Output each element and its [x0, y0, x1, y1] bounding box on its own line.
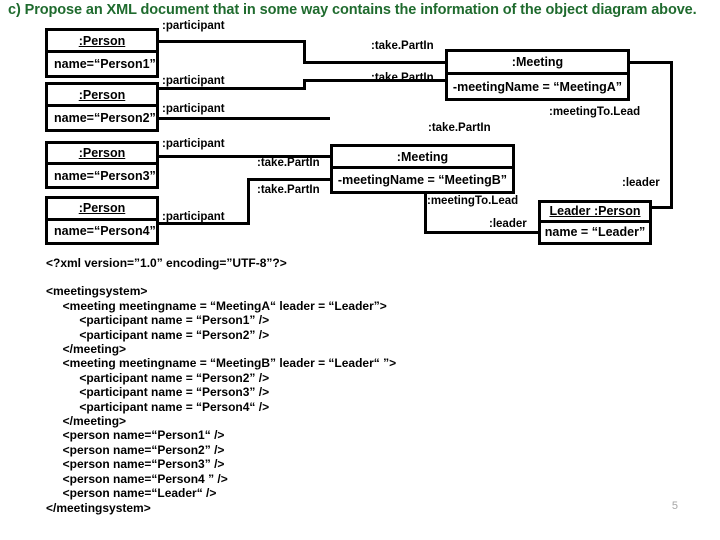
- connector-meetingB-lead-h: [424, 231, 541, 234]
- object-name-person3: :Person: [48, 144, 156, 165]
- connector-person3-h: [158, 155, 333, 158]
- object-name-leader: Leader :Person: [541, 203, 649, 223]
- object-box-person3[interactable]: :Person name=“Person3”: [45, 141, 159, 189]
- xml-blank-line: [46, 270, 666, 284]
- edge-label-meetingtolead-1: :meetingTo.Lead: [549, 106, 641, 118]
- connector-meetingA-lead-v: [670, 61, 673, 209]
- page-title: c) Propose an XML document that in some …: [8, 2, 697, 18]
- object-attr-person2: name=“Person2”: [54, 111, 156, 125]
- connector-person1-h1: [158, 40, 306, 43]
- edge-label-takepartin-1: :take.PartIn: [371, 40, 434, 52]
- edge-label-participant-1: :participant: [162, 20, 225, 32]
- object-diagram: :Person name=“Person1” :Person name=“Per…: [0, 0, 720, 260]
- edge-label-takepartin-4: :take.PartIn: [257, 157, 320, 169]
- edge-label-participant-5: :participant: [162, 211, 225, 223]
- edge-label-leader-2: :leader: [489, 218, 527, 230]
- object-name-person4: :Person: [48, 199, 156, 221]
- xml-line: <participant name = “Person4“ />: [46, 399, 270, 414]
- connector-person2a-h2: [303, 79, 448, 82]
- xml-line: <meeting meetingname = “MeetingB” leader…: [46, 356, 397, 371]
- object-attr-person3: name=“Person3”: [54, 168, 156, 183]
- connector-meetingA-lead-h1: [628, 61, 673, 64]
- xml-line: <person name=“Leader“ />: [46, 486, 217, 501]
- xml-line: <person name=“Person1“ />: [46, 428, 225, 443]
- xml-line: <meeting meetingname = “MeetingA“ leader…: [46, 298, 387, 313]
- xml-line: <participant name = “Person3” />: [46, 385, 270, 400]
- xml-line: </meeting>: [46, 414, 127, 429]
- page-number: 5: [671, 500, 678, 512]
- object-name-person2: :Person: [48, 85, 156, 107]
- object-name-meeting-b: :Meeting: [333, 147, 512, 169]
- xml-line: </meeting>: [46, 342, 127, 357]
- connector-meetingA-lead-h2: [650, 206, 673, 209]
- connector-person1-h2: [303, 61, 448, 64]
- xml-line: <participant name = “Person2” />: [46, 327, 270, 342]
- xml-line: <person name=“Person3” />: [46, 457, 225, 472]
- connector-person2a-h1: [158, 87, 306, 90]
- connector-meetingB-lead-v: [424, 192, 427, 234]
- edge-label-participant-4: :participant: [162, 138, 225, 150]
- xml-line: <participant name = “Person2” />: [46, 370, 270, 385]
- object-box-meeting-b[interactable]: :Meeting -meetingName = “MeetingB”: [330, 144, 515, 194]
- connector-person4-h1: [158, 222, 250, 225]
- object-box-leader[interactable]: Leader :Person name = “Leader”: [538, 200, 652, 245]
- connector-person1-v: [303, 40, 306, 64]
- xml-line: <participant name = “Person1” />: [46, 313, 270, 328]
- object-attr-person4: name=“Person4”: [54, 224, 156, 239]
- object-attr-leader: name = “Leader”: [544, 225, 646, 240]
- connector-person4-v: [247, 178, 250, 225]
- object-name-meeting-a: :Meeting: [448, 52, 627, 75]
- edge-label-meetingtolead-2: :meetingTo.Lead: [427, 195, 519, 207]
- edge-label-takepartin-5: :take.PartIn: [257, 184, 320, 196]
- xml-line: <?xml version=”1.0” encoding=”UTF-8”?>: [46, 256, 287, 270]
- object-box-person4[interactable]: :Person name=“Person4”: [45, 196, 159, 245]
- connector-person2a-v: [303, 79, 306, 90]
- object-name-person1: :Person: [48, 31, 156, 53]
- xml-code-block: <?xml version=”1.0” encoding=”UTF-8”?> <m…: [46, 256, 666, 515]
- edge-label-takepartin-3: :take.PartIn: [428, 122, 491, 134]
- edge-label-leader-1: :leader: [622, 177, 660, 189]
- object-attr-meeting-a: -meetingName = “MeetingA”: [452, 79, 623, 94]
- object-box-meeting-a[interactable]: :Meeting -meetingName = “MeetingA”: [445, 49, 630, 101]
- xml-line: <person name=“Person2” />: [46, 442, 225, 457]
- edge-label-takepartin-2: :take.PartIn: [371, 72, 434, 84]
- xml-line: <person name=“Person4 ” />: [46, 471, 228, 486]
- connector-person4-h2: [247, 178, 333, 181]
- connector-person2b-h: [158, 117, 330, 120]
- object-box-person2[interactable]: :Person name=“Person2”: [45, 82, 159, 132]
- object-attr-person1: name=“Person1”: [54, 57, 156, 71]
- xml-line: </meetingsystem>: [46, 500, 151, 515]
- xml-line: <meetingsystem>: [46, 284, 148, 299]
- edge-label-participant-2: :participant: [162, 75, 225, 87]
- object-box-person1[interactable]: :Person name=“Person1”: [45, 28, 159, 78]
- edge-label-participant-3: :participant: [162, 103, 225, 115]
- object-attr-meeting-b: -meetingName = “MeetingB”: [337, 173, 508, 187]
